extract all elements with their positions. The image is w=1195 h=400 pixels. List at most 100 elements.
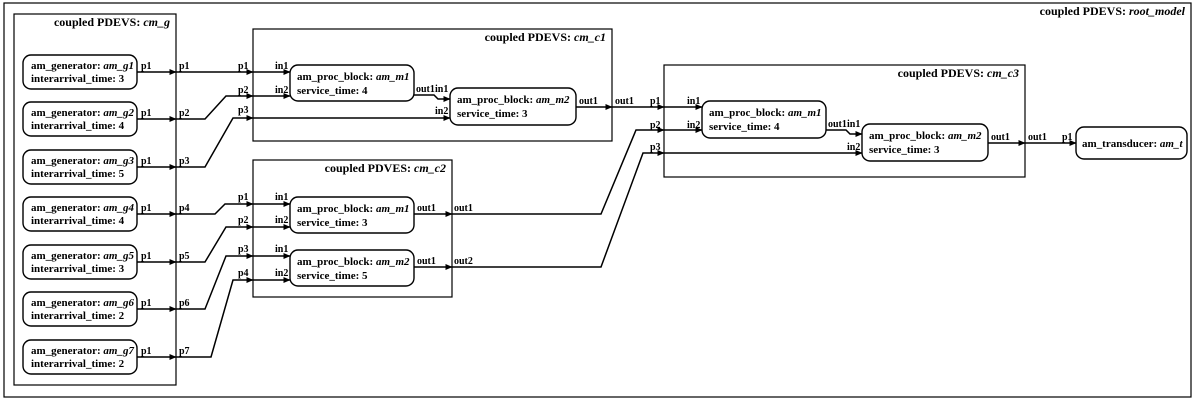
port-label: p1 bbox=[141, 346, 152, 357]
port-label: in2 bbox=[275, 268, 288, 279]
transducer-title: am_transducer: am_t bbox=[1082, 138, 1183, 150]
cm-c3-wires bbox=[664, 104, 1026, 156]
port-label: p2 bbox=[238, 215, 249, 226]
root-model-label: coupled PDEVS: root_model bbox=[1040, 4, 1186, 18]
generator-param: interarrival_time: 4 bbox=[31, 215, 125, 227]
generator-am-g5[interactable]: am_generator: am_g5 interarrival_time: 3 bbox=[22, 244, 138, 280]
port-label: out1 bbox=[417, 256, 436, 267]
generator-title: am_generator: am_g5 bbox=[31, 250, 134, 262]
port-label: p1 bbox=[141, 108, 152, 119]
generator-wires bbox=[137, 69, 177, 360]
coupling-wires bbox=[176, 69, 1077, 358]
proc-block-title: am_proc_block: am_m1 bbox=[297, 203, 410, 215]
port-label: out1 bbox=[1028, 132, 1047, 143]
proc-block-param: service_time: 3 bbox=[297, 217, 368, 229]
port-label: in2 bbox=[275, 215, 288, 226]
cm-c1-wires bbox=[253, 69, 613, 121]
proc-block-cm-c1-am-m2[interactable]: am_proc_block: am_m2 service_time: 3 bbox=[449, 87, 577, 126]
generator-am-g7[interactable]: am_generator: am_g7 interarrival_time: 2 bbox=[22, 339, 138, 375]
generator-port-labels: p1 p1 p1 p1 p1 p1 p1 p1 p2 p3 p4 p5 p6 p… bbox=[141, 61, 190, 357]
proc-block-param: service_time: 3 bbox=[869, 144, 940, 156]
generator-am-g4[interactable]: am_generator: am_g4 interarrival_time: 4 bbox=[22, 196, 138, 232]
port-label: p5 bbox=[179, 251, 190, 262]
cm-c2-label: coupled PDVES: cm_c2 bbox=[325, 161, 446, 175]
port-label: p1 bbox=[179, 61, 190, 72]
proc-block-cm-c2-am-m1[interactable]: am_proc_block: am_m1 service_time: 3 bbox=[289, 196, 415, 234]
port-label: out2 bbox=[454, 256, 473, 267]
port-label: out1 bbox=[579, 96, 598, 107]
generator-am-g3[interactable]: am_generator: am_g3 interarrival_time: 5 bbox=[22, 149, 138, 185]
port-label: p1 bbox=[141, 156, 152, 167]
proc-block-param: service_time: 4 bbox=[297, 85, 368, 97]
port-label: p3 bbox=[238, 105, 249, 116]
generator-title: am_generator: am_g4 bbox=[31, 202, 134, 214]
port-label: p1 bbox=[238, 61, 249, 72]
port-label: p1 bbox=[238, 192, 249, 203]
proc-block-cm-c2-am-m2[interactable]: am_proc_block: am_m2 service_time: 5 bbox=[289, 249, 415, 287]
port-label: p3 bbox=[238, 244, 249, 255]
port-label: in1 bbox=[687, 96, 700, 107]
cm-c1-port-labels: p1 p2 p3 in1 in2 out1 in1 in2 out1 out1 bbox=[238, 61, 634, 117]
port-label: out1 bbox=[416, 84, 435, 95]
proc-block-title: am_proc_block: am_m1 bbox=[297, 71, 410, 83]
port-label: p3 bbox=[179, 156, 190, 167]
port-label: p1 bbox=[650, 96, 661, 107]
cm-c1-frame: coupled PDEVS: cm_c1 bbox=[252, 28, 613, 142]
port-label: p6 bbox=[179, 298, 190, 309]
port-label: in1 bbox=[275, 61, 288, 72]
generator-am-g6[interactable]: am_generator: am_g6 interarrival_time: 2 bbox=[22, 291, 138, 327]
proc-block-param: service_time: 4 bbox=[709, 121, 780, 133]
port-label: p1 bbox=[141, 203, 152, 214]
proc-block-title: am_proc_block: am_m1 bbox=[709, 107, 822, 119]
generator-param: interarrival_time: 4 bbox=[31, 120, 125, 132]
generator-title: am_generator: am_g6 bbox=[31, 297, 134, 309]
port-label: p1 bbox=[141, 251, 152, 262]
port-label: p2 bbox=[179, 108, 190, 119]
proc-block-cm-c3-am-m1[interactable]: am_proc_block: am_m1 service_time: 4 bbox=[701, 100, 827, 139]
port-label: p4 bbox=[179, 203, 190, 214]
port-label: in1 bbox=[275, 244, 288, 255]
generator-title: am_generator: am_g7 bbox=[31, 345, 134, 357]
port-label: out1 bbox=[615, 96, 634, 107]
cm-g-label: coupled PDEVS: cm_g bbox=[54, 15, 170, 29]
generator-param: interarrival_time: 2 bbox=[31, 310, 125, 322]
port-label: in1 bbox=[847, 119, 860, 130]
port-label: p2 bbox=[238, 85, 249, 96]
port-label: in2 bbox=[435, 106, 448, 117]
proc-block-cm-c1-am-m1[interactable]: am_proc_block: am_m1 service_time: 4 bbox=[289, 64, 415, 102]
generator-param: interarrival_time: 3 bbox=[31, 263, 125, 275]
port-label: out1 bbox=[991, 132, 1010, 143]
port-label: out1 bbox=[417, 203, 436, 214]
root-model-frame: coupled PDEVS: root_model bbox=[3, 2, 1192, 398]
port-label: in2 bbox=[275, 85, 288, 96]
port-label: p1 bbox=[1062, 132, 1073, 143]
port-label: p1 bbox=[141, 61, 152, 72]
cm-c2-wires bbox=[253, 201, 453, 283]
port-label: in2 bbox=[687, 120, 700, 131]
generator-title: am_generator: am_g2 bbox=[31, 107, 134, 119]
port-label: p2 bbox=[650, 120, 661, 131]
proc-block-title: am_proc_block: am_m2 bbox=[869, 130, 982, 142]
transducer-am-t[interactable]: am_transducer: am_t bbox=[1075, 126, 1188, 160]
generator-param: interarrival_time: 2 bbox=[31, 358, 125, 370]
port-label: in1 bbox=[435, 84, 448, 95]
proc-block-param: service_time: 5 bbox=[297, 270, 368, 282]
generator-title: am_generator: am_g1 bbox=[31, 60, 134, 72]
cm-c1-label: coupled PDEVS: cm_c1 bbox=[485, 30, 606, 44]
cm-c3-port-labels: p1 p2 p3 in1 in2 out1 in1 in2 out1 out1 bbox=[650, 96, 1047, 153]
port-label: in2 bbox=[847, 142, 860, 153]
port-label: out1 bbox=[828, 119, 847, 130]
generator-am-g2[interactable]: am_generator: am_g2 interarrival_time: 4 bbox=[22, 101, 138, 137]
cm-c2-frame: coupled PDVES: cm_c2 bbox=[252, 159, 453, 298]
cm-g-frame: coupled PDEVS: cm_g bbox=[13, 13, 177, 386]
generator-am-g1[interactable]: am_generator: am_g1 interarrival_time: 3 bbox=[22, 54, 138, 90]
port-label: p7 bbox=[179, 346, 190, 357]
port-label: p1 bbox=[141, 298, 152, 309]
port-label: in1 bbox=[275, 192, 288, 203]
generator-title: am_generator: am_g3 bbox=[31, 155, 134, 167]
port-label: p4 bbox=[238, 268, 249, 279]
proc-block-param: service_time: 3 bbox=[457, 108, 528, 120]
proc-block-cm-c3-am-m2[interactable]: am_proc_block: am_m2 service_time: 3 bbox=[861, 123, 989, 162]
port-label: out1 bbox=[454, 203, 473, 214]
